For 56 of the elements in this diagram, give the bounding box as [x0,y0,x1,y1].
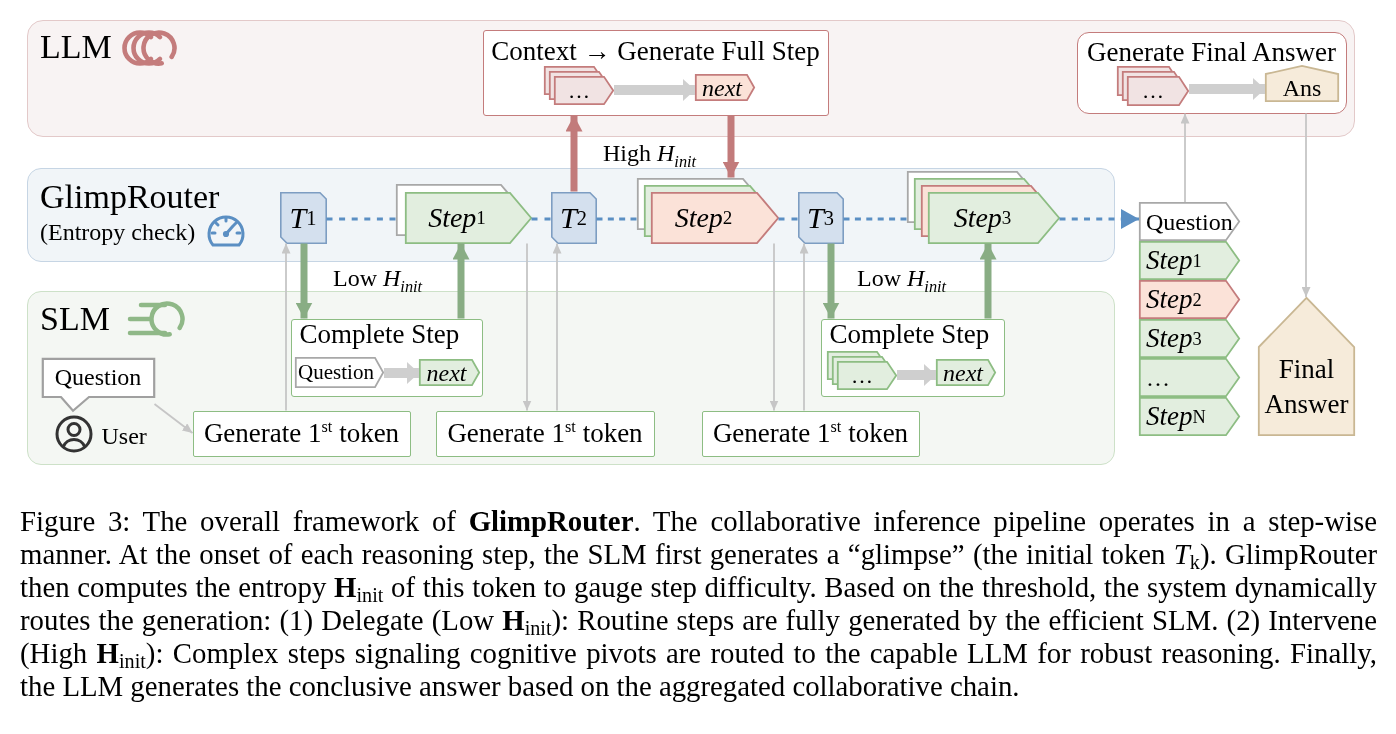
process-box [1076,31,1347,114]
process-box: Generate 1$^{st}$ token [435,410,655,457]
token-tag: next [419,359,480,386]
edge-label: Low H$_{init}$ [857,266,947,290]
panel-title: GlimpRouter [40,180,220,214]
arrow [281,242,291,412]
arrow [452,243,470,319]
router-panel [27,168,1115,262]
token-tag: next [936,359,996,386]
arrow [1180,112,1190,203]
dotted-line [596,217,637,221]
dotted-arrow [1059,209,1139,229]
final-answer-shape: Final Answer [1258,297,1355,436]
arrow [565,115,583,192]
process-box [482,29,829,116]
process-box [820,318,1005,397]
edge-label: Low H$_{init}$ [333,266,423,290]
box-title: Context → Generate Full Step [491,37,820,65]
token-tag: next [695,74,755,101]
panel-title: SLM [40,302,110,336]
box-title: Complete Step [829,320,990,348]
arrow [522,242,532,412]
arrow [769,242,779,412]
arrow [384,362,419,384]
arrow [1189,78,1265,100]
chain-tag: Question [1139,202,1240,241]
edge-label: High H$_{init}$ [603,141,697,165]
dotted-line [531,217,551,221]
slm-panel [27,291,1115,465]
speech-bubble: Question [41,357,155,412]
arrow [614,79,695,101]
arrow [153,403,194,434]
arrow [822,243,840,319]
answer-tag: Ans [1265,65,1339,102]
arrow [979,243,997,319]
arrow [897,364,936,386]
arrow [722,115,740,178]
dotted-line [843,217,907,221]
arrow [295,243,313,319]
chain-tag: … [1139,358,1240,397]
panel-title: LLM [40,30,112,64]
dotted-line [326,217,396,221]
arrow [552,242,562,412]
arrow [1301,112,1311,298]
llm-panel [27,20,1355,137]
dotted-line [778,217,798,221]
panel-subtitle: (Entropy check) [40,220,196,244]
arrow [799,242,809,412]
box-title: Complete Step [299,320,460,348]
question-tag: Question [295,357,384,388]
process-box: Generate 1$^{st}$ token [192,410,411,457]
figure-caption: Figure 3: The overall framework of GlimpRouter. The collaborative inference pipeline operates in a step-wise manner. At the onset of each reasoning step, the SLM first generates a “glimpse” (the initial token T$_{k}$). GlimpRouter then computes the entropy H$_{init}$ of this token to gauge step difficulty. Based on the threshold, the system dynamically routes the generation: (1) Delegate (Low H$_{init}$): Routine steps are fully generated by the efficient SLM. (2) Intervene (High H$_{init}$): Complex steps signaling cognitive pivots are routed to the capable LLM for robust reasoning. Finally, the LLM generates the conclusive answer based on the aggregated collaborative chain. [20,505,1377,703]
process-box: Generate 1$^{st}$ token [701,410,920,457]
box-title: Generate Final Answer [1087,38,1336,66]
process-box [290,318,483,397]
user-label: User [101,423,147,448]
